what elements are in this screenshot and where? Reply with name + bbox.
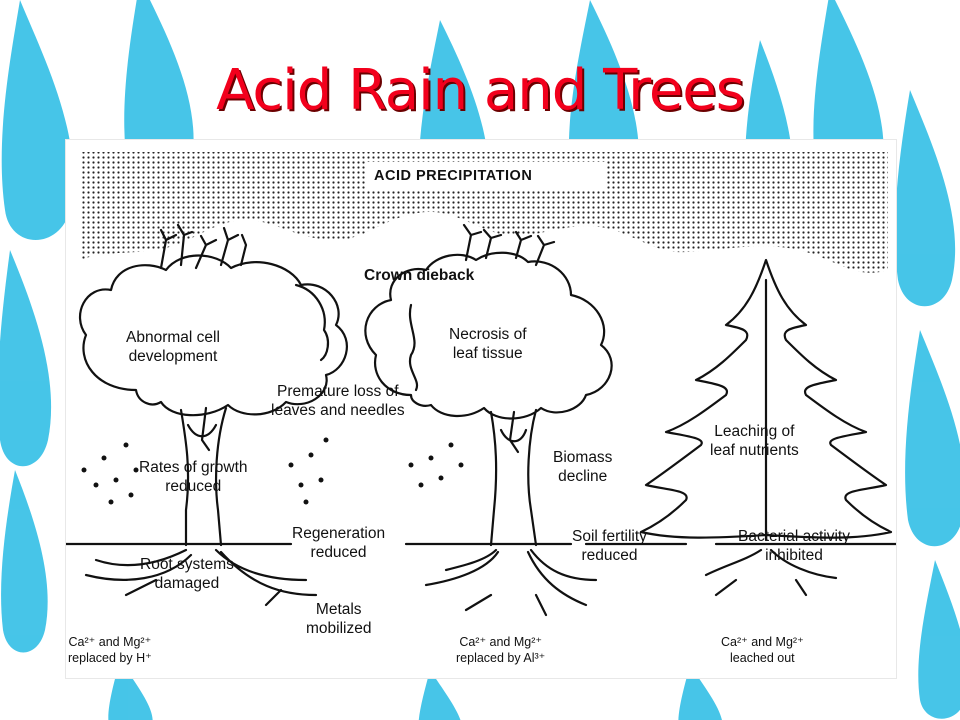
- acid-rain-diagram: ACID PRECIPITATION Crown dieback Abnorma…: [66, 140, 896, 678]
- middle-tree-canopy: [364, 251, 613, 420]
- biomass-line1: Biomass: [553, 449, 613, 466]
- rates-growth-line2: reduced: [165, 478, 222, 495]
- metals-line1: Metals: [315, 601, 362, 618]
- biomass-label: Biomass decline: [553, 448, 612, 486]
- root-systems-label: Root systems damaged: [140, 555, 234, 593]
- abnormal-cell-line1: Abnormal cell: [126, 329, 220, 346]
- premature-loss-line2: leaves and needles: [271, 402, 405, 419]
- chem-middle: Ca²⁺ and Mg²⁺ replaced by Al³⁺: [456, 634, 545, 666]
- middle-tree-trunk: [489, 408, 538, 547]
- leaching-label: Leaching of leaf nutrients: [710, 422, 799, 460]
- chem-left-line1: Ca²⁺ and Mg²⁺: [68, 635, 152, 649]
- soil-fertility-line1: Soil fertility: [572, 528, 647, 545]
- abnormal-cell-label: Abnormal cell development: [126, 328, 220, 366]
- bacterial-label: Bacterial activity inhibited: [738, 527, 850, 565]
- chem-right-line1: Ca²⁺ and Mg²⁺: [721, 635, 804, 649]
- diagram-drawing: [66, 152, 896, 617]
- precipitation-band: [80, 152, 888, 273]
- chem-right: Ca²⁺ and Mg²⁺ leached out: [721, 634, 804, 666]
- rates-growth-line1: Rates of growth: [139, 459, 248, 476]
- slide-title: Acid Rain and Trees: [216, 58, 745, 123]
- leaching-line1: Leaching of: [714, 423, 795, 440]
- chem-middle-line1: Ca²⁺ and Mg²⁺: [459, 635, 542, 649]
- regeneration-line2: reduced: [310, 544, 367, 561]
- chem-left: Ca²⁺ and Mg²⁺ replaced by H⁺: [68, 634, 152, 666]
- chem-middle-line2: replaced by Al³⁺: [456, 651, 546, 665]
- necrosis-label: Necrosis of leaf tissue: [449, 325, 527, 363]
- crown-dieback-label: Crown dieback: [364, 267, 475, 284]
- abnormal-cell-line2: development: [128, 348, 218, 365]
- acid-precipitation-heading: ACID PRECIPITATION: [374, 168, 533, 184]
- regeneration-label: Regeneration reduced: [292, 524, 385, 562]
- rates-growth-label: Rates of growth reduced: [139, 458, 248, 496]
- left-tree-canopy: [78, 254, 348, 417]
- biomass-line2: decline: [558, 468, 608, 485]
- necrosis-line1: Necrosis of: [449, 326, 527, 343]
- roots: [84, 548, 838, 617]
- particles: [81, 437, 464, 505]
- soil-fertility-label: Soil fertility reduced: [572, 527, 647, 565]
- left-tree-trunk: [179, 406, 228, 547]
- necrosis-line2: leaf tissue: [452, 345, 523, 362]
- premature-loss-label: Premature loss of leaves and needles: [271, 382, 405, 420]
- metals-line2: mobilized: [306, 620, 372, 637]
- bacterial-line2: inhibited: [765, 547, 823, 564]
- metals-label: Metals mobilized: [306, 600, 371, 638]
- soil-fertility-line2: reduced: [581, 547, 638, 564]
- bacterial-line1: Bacterial activity: [738, 528, 850, 545]
- root-systems-line1: Root systems: [140, 556, 234, 573]
- root-systems-line2: damaged: [154, 575, 220, 592]
- chem-right-line2: leached out: [730, 651, 795, 665]
- chem-left-line2: replaced by H⁺: [68, 651, 152, 665]
- premature-loss-line1: Premature loss of: [277, 383, 399, 400]
- leaching-line2: leaf nutrients: [710, 442, 799, 459]
- regeneration-line1: Regeneration: [292, 525, 386, 542]
